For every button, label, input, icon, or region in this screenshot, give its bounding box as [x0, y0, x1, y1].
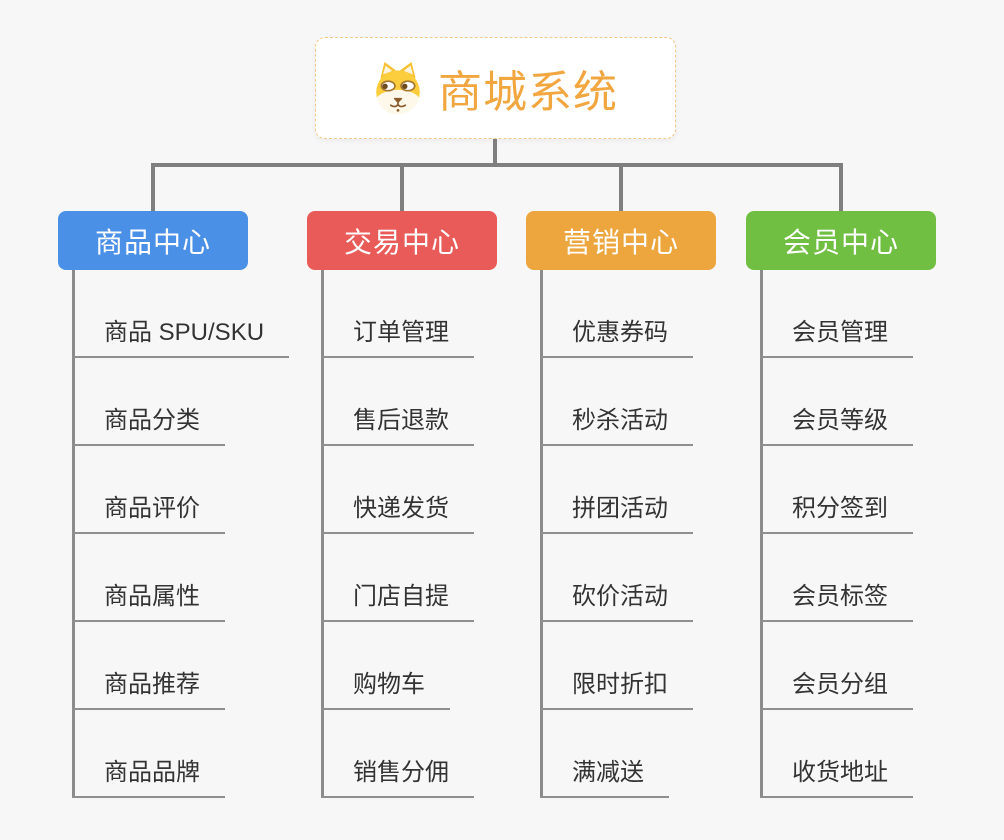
- leaf-row: 商品 SPU/SKU: [72, 270, 290, 358]
- leaf-item[interactable]: 订单管理: [321, 312, 474, 358]
- leaf-item[interactable]: 商品推荐: [72, 664, 225, 710]
- root-connector-line: [493, 139, 497, 164]
- leaf-item[interactable]: 商品品牌: [72, 752, 225, 798]
- leaf-item[interactable]: 优惠券码: [540, 312, 693, 358]
- leaf-item[interactable]: 满减送: [540, 752, 669, 798]
- root-title: 商城系统: [438, 68, 618, 117]
- branch-trunk-line: [72, 270, 75, 798]
- leaf-item[interactable]: 商品分类: [72, 400, 225, 446]
- branch-items: 会员管理会员等级积分签到会员标签会员分组收货地址: [760, 270, 913, 798]
- leaf-item[interactable]: 秒杀活动: [540, 400, 693, 446]
- branch-drop-line: [400, 163, 404, 211]
- leaf-item[interactable]: 限时折扣: [540, 664, 693, 710]
- branch-column-4: 会员中心 会员管理会员等级积分签到会员标签会员分组收货地址: [746, 211, 936, 798]
- branch-label: 会员中心: [782, 226, 899, 258]
- leaf-row: 拼团活动: [540, 446, 693, 534]
- leaf-row: 砍价活动: [540, 534, 693, 622]
- leaf-item[interactable]: 商品属性: [72, 576, 225, 622]
- leaf-item[interactable]: 会员分组: [760, 664, 913, 710]
- leaf-row: 满减送: [540, 710, 693, 798]
- leaf-item[interactable]: 商品评价: [72, 488, 225, 534]
- branch-header[interactable]: 营销中心: [526, 211, 716, 270]
- leaf-item[interactable]: 商品 SPU/SKU: [72, 312, 290, 358]
- leaf-row: 购物车: [321, 622, 474, 710]
- root-node[interactable]: 商城系统: [315, 37, 676, 139]
- branch-column-2: 交易中心 订单管理售后退款快递发货门店自提购物车销售分佣: [307, 211, 497, 798]
- leaf-row: 商品属性: [72, 534, 289, 622]
- leaf-item[interactable]: 会员标签: [760, 576, 913, 622]
- leaf-item[interactable]: 购物车: [321, 664, 450, 710]
- leaf-item[interactable]: 会员等级: [760, 400, 913, 446]
- leaf-item[interactable]: 门店自提: [321, 576, 474, 622]
- leaf-row: 会员等级: [760, 358, 913, 446]
- branch-column-1: 商品中心 商品 SPU/SKU 商品分类商品评价商品属性商品推荐商品品牌: [58, 211, 290, 798]
- branch-drop-line: [151, 163, 155, 211]
- leaf-row: 秒杀活动: [540, 358, 693, 446]
- branch-trunk-line: [540, 270, 543, 798]
- leaf-item[interactable]: 拼团活动: [540, 488, 693, 534]
- leaf-item[interactable]: 砍价活动: [540, 576, 693, 622]
- branch-label: 交易中心: [343, 226, 460, 258]
- leaf-row: 商品分类: [72, 358, 289, 446]
- leaf-row: 限时折扣: [540, 622, 693, 710]
- leaf-item[interactable]: 积分签到: [760, 488, 913, 534]
- leaf-row: 会员管理: [760, 270, 913, 358]
- branch-header[interactable]: 商品中心: [58, 211, 248, 270]
- branch-trunk-line: [760, 270, 763, 798]
- branch-drop-line: [839, 163, 843, 211]
- leaf-item[interactable]: 快递发货: [321, 488, 474, 534]
- branch-items: 商品 SPU/SKU 商品分类商品评价商品属性商品推荐商品品牌: [72, 270, 290, 798]
- leaf-row: 门店自提: [321, 534, 474, 622]
- leaf-item[interactable]: 销售分佣: [321, 752, 474, 798]
- leaf-row: 会员分组: [760, 622, 913, 710]
- leaf-row: 商品品牌: [72, 710, 289, 798]
- leaf-row: 优惠券码: [540, 270, 693, 358]
- branch-trunk-line: [321, 270, 324, 798]
- branch-items: 优惠券码秒杀活动拼团活动砍价活动限时折扣满减送: [540, 270, 693, 798]
- leaf-row: 收货地址: [760, 710, 913, 798]
- branch-header[interactable]: 交易中心: [307, 211, 497, 270]
- leaf-row: 会员标签: [760, 534, 913, 622]
- branch-bus-line: [151, 163, 843, 167]
- branch-label: 商品中心: [94, 226, 211, 258]
- branch-label: 营销中心: [562, 226, 679, 258]
- branch-header[interactable]: 会员中心: [746, 211, 936, 270]
- leaf-row: 订单管理: [321, 270, 474, 358]
- leaf-item[interactable]: 会员管理: [760, 312, 913, 358]
- dog-face-icon: [376, 62, 420, 115]
- leaf-row: 积分签到: [760, 446, 913, 534]
- branch-column-3: 营销中心 优惠券码秒杀活动拼团活动砍价活动限时折扣满减送: [526, 211, 716, 798]
- branch-drop-line: [619, 163, 623, 211]
- leaf-row: 商品评价: [72, 446, 289, 534]
- leaf-row: 售后退款: [321, 358, 474, 446]
- branch-items: 订单管理售后退款快递发货门店自提购物车销售分佣: [321, 270, 474, 798]
- leaf-row: 销售分佣: [321, 710, 474, 798]
- leaf-item[interactable]: 收货地址: [760, 752, 913, 798]
- leaf-item[interactable]: 售后退款: [321, 400, 474, 446]
- leaf-row: 快递发货: [321, 446, 474, 534]
- leaf-row: 商品推荐: [72, 622, 289, 710]
